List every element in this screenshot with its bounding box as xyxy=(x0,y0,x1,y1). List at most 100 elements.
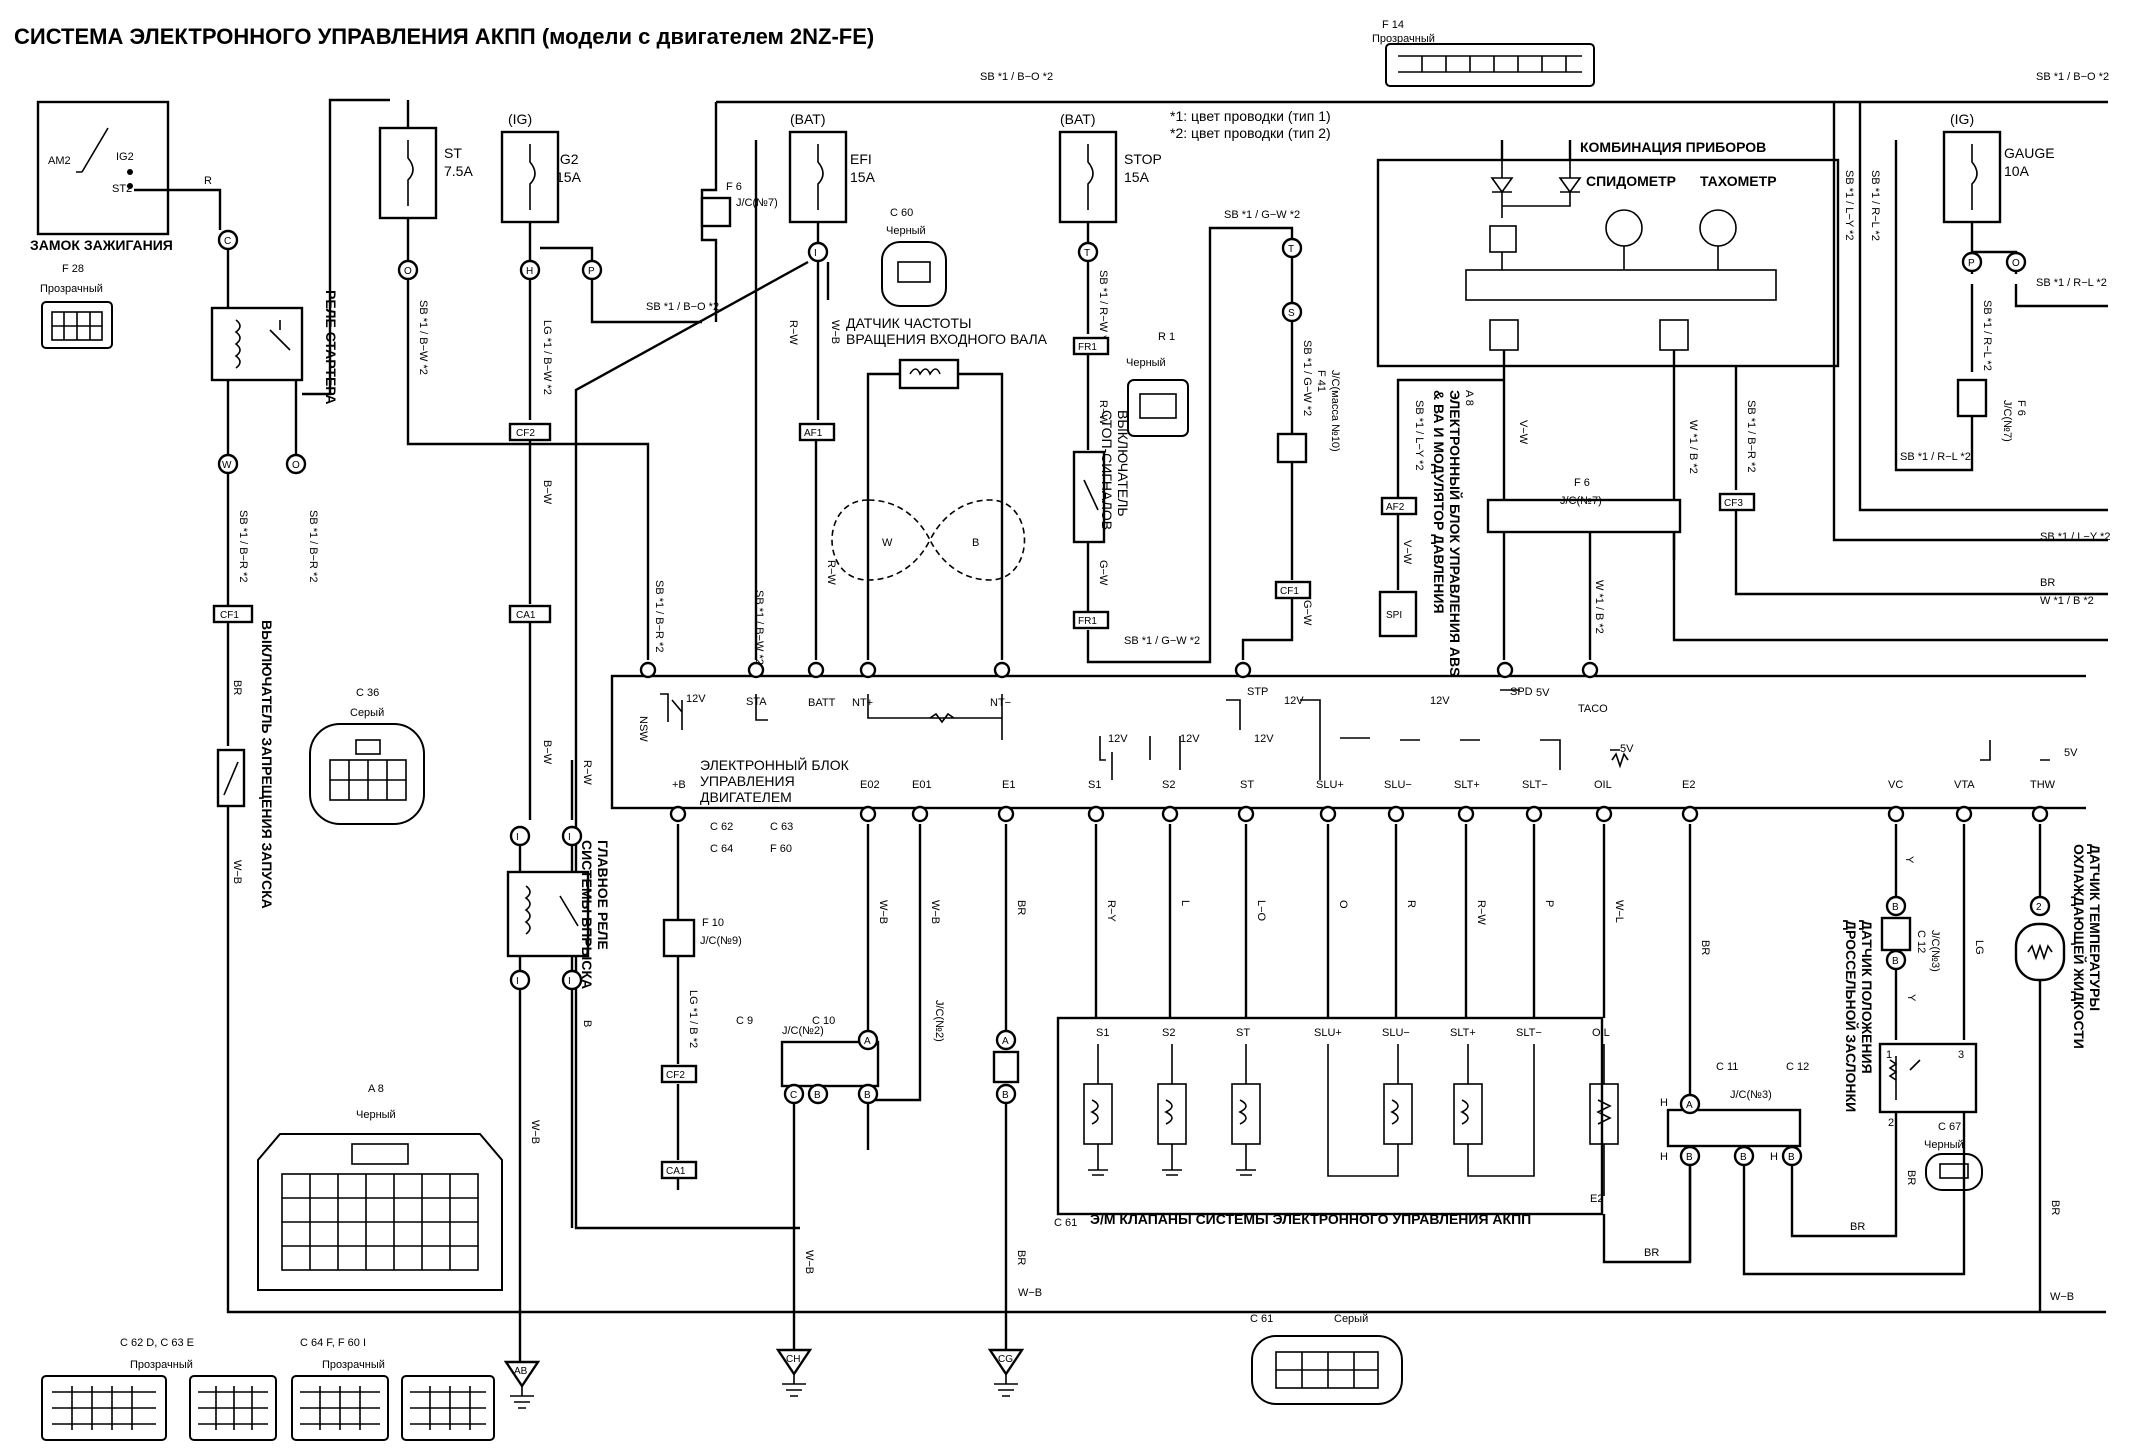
svg-text:5V: 5V xyxy=(1620,743,1634,755)
svg-text:E02: E02 xyxy=(860,779,880,791)
combination-meter-label: КОМБИНАЦИЯ ПРИБОРОВ xyxy=(1580,139,1766,155)
svg-text:J/C(№7): J/C(№7) xyxy=(2001,400,2013,442)
combination-meter-box xyxy=(1376,158,1840,368)
svg-text:BR: BR xyxy=(1905,1170,1917,1185)
neutral-switch-label: ВЫКЛЮЧАТЕЛЬ ЗАПРЕЩЕНИЯ ЗАПУСКА xyxy=(259,620,275,909)
svg-text:SB *1 / L−Y *2: SB *1 / L−Y *2 xyxy=(1843,170,1855,240)
svg-text:Прозрачный: Прозрачный xyxy=(1372,33,1435,45)
svg-text:B: B xyxy=(1686,1152,1693,1163)
svg-text:A 8: A 8 xyxy=(368,1083,384,1095)
svg-text:SLU+: SLU+ xyxy=(1316,779,1344,791)
jc7-upper xyxy=(700,196,732,228)
svg-text:SB *1 / B−O *2: SB *1 / B−O *2 xyxy=(980,71,1053,83)
pin-ntminus xyxy=(993,661,1011,679)
jc-mass-10 xyxy=(1276,432,1308,464)
c67-connector-icon xyxy=(1925,1153,1983,1191)
svg-text:C 61: C 61 xyxy=(1250,1313,1273,1325)
ecu-internal-drivers xyxy=(660,689,2050,780)
svg-text:H: H xyxy=(1660,1097,1668,1109)
svg-text:CF1: CF1 xyxy=(1280,586,1299,597)
c60-connector-icon xyxy=(881,241,947,307)
svg-text:C 64: C 64 xyxy=(710,843,733,855)
svg-text:BR: BR xyxy=(1699,940,1711,955)
svg-text:Серый: Серый xyxy=(1334,1313,1368,1325)
svg-text:SB *1 / B−R *2: SB *1 / B−R *2 xyxy=(237,510,249,582)
svg-text:SLU−: SLU− xyxy=(1382,1027,1410,1039)
throttle-sensor-label-1: ДАТЧИК ПОЛОЖЕНИЯ xyxy=(1859,920,1875,1074)
svg-text:R−W: R−W xyxy=(581,760,593,785)
svg-text:CF1: CF1 xyxy=(220,610,239,621)
wire-st2-starter xyxy=(134,188,222,230)
throttle-sensor-box xyxy=(1878,1042,1978,1114)
input-speed-sensor-label-2: ВРАЩЕНИЯ ВХОДНОГО ВАЛА xyxy=(846,331,1048,347)
stop-switch-label-1: ВЫКЛЮЧАТЕЛЬ xyxy=(1115,410,1131,517)
svg-text:12V: 12V xyxy=(1430,695,1450,707)
svg-text:SB *1 / R−L *2: SB *1 / R−L *2 xyxy=(1900,451,1971,463)
svg-text:IG2: IG2 xyxy=(556,151,579,167)
svg-text:SLU+: SLU+ xyxy=(1314,1027,1342,1039)
svg-text:J/C(№2): J/C(№2) xyxy=(782,1025,824,1037)
svg-text:SB *1 / G−W *2: SB *1 / G−W *2 xyxy=(1224,209,1300,221)
svg-text:P: P xyxy=(1543,900,1555,907)
solenoid-box xyxy=(1056,1016,1604,1216)
ecu-label-2: УПРАВЛЕНИЯ xyxy=(700,773,795,789)
svg-text:W−B: W−B xyxy=(877,900,889,924)
efi-relay-label-2: СИСТЕМЫ ВПРЫСКА xyxy=(579,840,595,989)
svg-text:C 60: C 60 xyxy=(890,207,913,219)
svg-text:C: C xyxy=(224,236,231,247)
pin-label-stp: STP xyxy=(1247,686,1268,698)
jc2-box xyxy=(780,1040,880,1088)
svg-text:W *1 / B *2: W *1 / B *2 xyxy=(2040,595,2094,607)
svg-text:AF1: AF1 xyxy=(804,428,823,439)
svg-text:C 62 D, C 63 E: C 62 D, C 63 E xyxy=(120,1337,194,1349)
svg-text:12V: 12V xyxy=(1254,733,1274,745)
tachometer-label: ТАХОМЕТР xyxy=(1700,173,1777,189)
abs-ecu-label-1: ЭЛЕКТРОННЫЙ БЛОК УПРАВЛЕНИЯ ABS xyxy=(1447,390,1464,676)
svg-text:G−W: G−W xyxy=(1301,600,1313,626)
svg-text:R−W: R−W xyxy=(825,560,837,585)
svg-text:OIL: OIL xyxy=(1594,779,1612,791)
svg-text:SB *1 / G−W *2: SB *1 / G−W *2 xyxy=(1124,635,1200,647)
svg-text:W−B: W−B xyxy=(829,320,841,344)
input-speed-sensor-label-1: ДАТЧИК ЧАСТОТЫ xyxy=(846,315,971,331)
svg-text:A 8: A 8 xyxy=(1463,390,1475,406)
abs-ecu-label-2: & ВА И МОДУЛЯТОР ДАВЛЕНИЯ xyxy=(1431,390,1447,614)
svg-text:THW: THW xyxy=(2030,779,2056,791)
svg-text:B−W: B−W xyxy=(541,740,553,765)
svg-text:ST: ST xyxy=(444,145,462,161)
svg-text:I: I xyxy=(568,976,571,987)
jc9 xyxy=(662,918,696,958)
svg-text:LG: LG xyxy=(1973,940,1985,955)
shield xyxy=(831,499,1026,581)
svg-text:W−B: W−B xyxy=(929,900,941,924)
svg-text:2: 2 xyxy=(2036,902,2042,913)
svg-text:SB *1 / L−Y *2: SB *1 / L−Y *2 xyxy=(1413,400,1425,470)
stop-switch-box xyxy=(1072,450,1106,544)
pin-label-ntminus: NT− xyxy=(990,697,1011,709)
svg-text:BR: BR xyxy=(231,680,243,695)
svg-text:F 14: F 14 xyxy=(1382,19,1404,31)
svg-text:12V: 12V xyxy=(1180,733,1200,745)
svg-text:O: O xyxy=(292,460,300,471)
svg-text:B: B xyxy=(864,1090,871,1101)
ecu-voltage-labels: 12V 12V 12V 12V 12V 12V 5V 5V 5V xyxy=(686,687,2078,759)
svg-text:R−W: R−W xyxy=(1475,900,1487,925)
f14-connector-icon xyxy=(1385,43,1595,87)
svg-text:C 9: C 9 xyxy=(736,1015,753,1027)
svg-text:C 62: C 62 xyxy=(710,821,733,833)
ig2-label: IG2 xyxy=(116,151,134,163)
c36-connector-icon xyxy=(309,723,425,825)
svg-text:B: B xyxy=(1892,902,1899,913)
svg-text:CF3: CF3 xyxy=(1724,498,1743,509)
svg-text:CF2: CF2 xyxy=(516,428,535,439)
svg-text:3: 3 xyxy=(1958,1049,1964,1061)
svg-text:S2: S2 xyxy=(1162,779,1175,791)
c61-connector-icon xyxy=(1251,1335,1403,1405)
svg-text:O: O xyxy=(404,266,412,277)
svg-text:W−B: W−B xyxy=(2050,1291,2074,1303)
svg-text:R−W: R−W xyxy=(787,320,799,345)
svg-text:H: H xyxy=(1660,1151,1668,1163)
wire-nsw-ground-bus xyxy=(226,806,2106,1314)
svg-text:B: B xyxy=(972,537,979,549)
ecu-box-break xyxy=(2086,672,2116,812)
